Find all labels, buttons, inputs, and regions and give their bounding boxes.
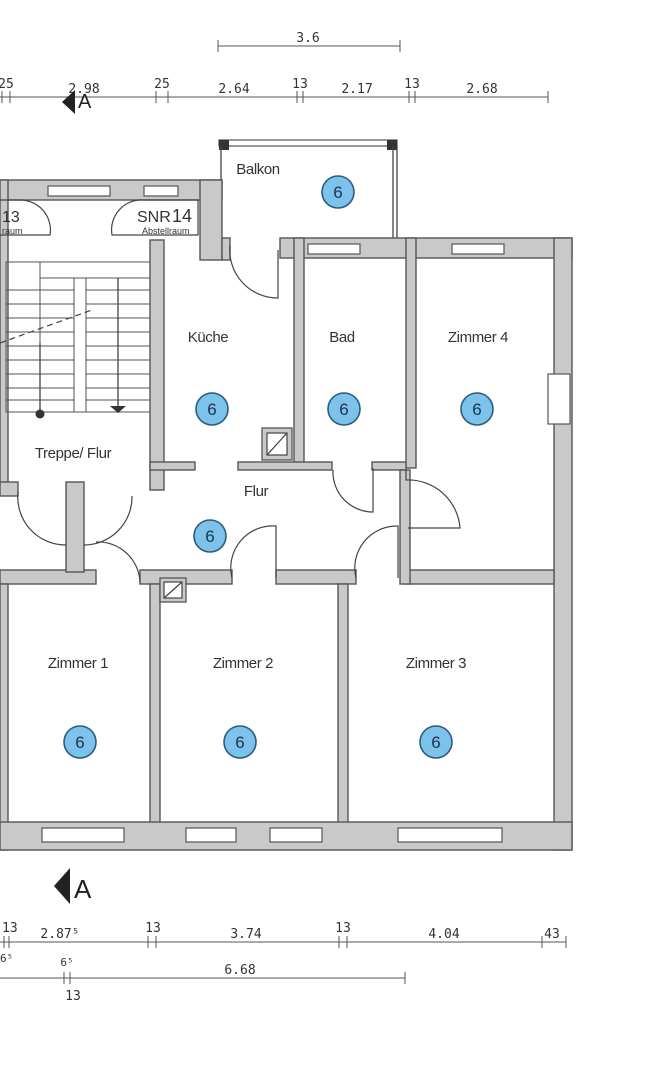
- bottom-dimension-lower: 6⁵ 6⁵ 6.68 13: [0, 952, 406, 1004]
- badge-text-kueche: 6: [207, 400, 216, 419]
- doors: [17, 244, 461, 583]
- badge-zimmer-1: [63, 725, 97, 759]
- dim-bottom-4-04: 4.04: [428, 927, 459, 942]
- badge-text-zimmer-4: 6: [472, 400, 481, 419]
- bottom-dimension-line: 13 2.87⁵ 13 3.74 13 4.04 43: [0, 921, 567, 948]
- dim-top-13-a: 13: [292, 77, 308, 92]
- section-marker-top-letter: A: [78, 91, 92, 113]
- storage-14-prefix: SNR: [137, 209, 171, 226]
- dim-top-25-b: 25: [154, 77, 170, 92]
- badge-kueche: [195, 392, 229, 426]
- room-label-flur: Flur: [244, 483, 269, 500]
- badge-flur: [193, 519, 227, 553]
- room-label-treppe-flur: Treppe/ Flur: [35, 445, 112, 462]
- staircase: [0, 261, 151, 419]
- room-label-zimmer-2: Zimmer 2: [213, 655, 273, 672]
- dim-lower-65-b: 6⁵: [60, 956, 73, 969]
- storage-13-number: 13: [2, 209, 20, 226]
- room-label-balkon: Balkon: [236, 161, 280, 178]
- balcony-rail-top: [218, 139, 398, 147]
- room-kueche: Küche 6: [188, 329, 229, 426]
- dim-lower-65-a: 6⁵: [0, 952, 13, 965]
- dim-bottom-43: 43: [544, 927, 560, 942]
- dim-top-2-68: 2.68: [466, 82, 497, 97]
- windows: [41, 185, 571, 843]
- dim-bottom-13-c: 13: [335, 921, 351, 936]
- storage-13: 13 raum: [0, 199, 52, 236]
- top-dimension-upper: 3.6: [217, 31, 401, 52]
- room-treppe-flur: Treppe/ Flur: [35, 445, 112, 462]
- room-flur: Flur 6: [193, 483, 269, 553]
- badge-text-zimmer-1: 6: [75, 733, 84, 752]
- dim-bottom-13-b: 13: [145, 921, 161, 936]
- room-zimmer-4: Zimmer 4 6: [448, 329, 509, 426]
- dim-bottom-3-74: 3.74: [230, 927, 261, 942]
- shafts: [159, 427, 293, 603]
- top-dimension-line: 25 2.98 25 2.64 13 2.17 13 2.68: [0, 77, 549, 103]
- dim-lower-13: 13: [65, 989, 81, 1004]
- dim-lower-6-68: 6.68: [224, 963, 255, 978]
- section-marker-bottom: A: [54, 868, 92, 904]
- badge-text-bad: 6: [339, 400, 348, 419]
- dim-top-2-64: 2.64: [218, 82, 249, 97]
- room-zimmer-2: Zimmer 2 6: [213, 655, 274, 759]
- room-bad: Bad 6: [327, 329, 361, 426]
- room-label-zimmer-1: Zimmer 1: [48, 655, 108, 672]
- dim-bottom-13-a: 13: [2, 921, 18, 936]
- walls: [0, 139, 573, 851]
- storage-14-label: Abstellraum: [142, 226, 190, 236]
- section-marker-top: A: [62, 90, 92, 114]
- storage-13-label: raum: [2, 226, 23, 236]
- badge-text-zimmer-3: 6: [431, 733, 440, 752]
- badge-balkon: [321, 175, 355, 209]
- dim-top-3-6: 3.6: [296, 31, 319, 46]
- dim-bottom-2-875: 2.87⁵: [40, 927, 79, 942]
- room-label-zimmer-3: Zimmer 3: [406, 655, 466, 672]
- room-label-kueche: Küche: [188, 329, 229, 346]
- badge-text-balkon: 6: [333, 183, 342, 202]
- badge-zimmer-4: [460, 392, 494, 426]
- dim-top-2-98: 2.98: [68, 82, 99, 97]
- badge-zimmer-3: [419, 725, 453, 759]
- room-label-zimmer-4: Zimmer 4: [448, 329, 508, 346]
- room-zimmer-3: Zimmer 3 6: [406, 655, 467, 759]
- section-marker-bottom-letter: A: [74, 874, 92, 904]
- storage-14-number: 14: [172, 206, 192, 226]
- room-label-bad: Bad: [329, 329, 355, 346]
- dim-top-25-a: 25: [0, 77, 14, 92]
- badge-text-flur: 6: [205, 527, 214, 546]
- badge-bad: [327, 392, 361, 426]
- badge-zimmer-2: [223, 725, 257, 759]
- storage-14: SNR 14 Abstellraum: [110, 199, 199, 236]
- room-zimmer-1: Zimmer 1 6: [48, 655, 109, 759]
- dim-top-13-b: 13: [404, 77, 420, 92]
- dim-top-2-17: 2.17: [341, 82, 372, 97]
- room-balkon: Balkon 6: [236, 161, 355, 209]
- badge-text-zimmer-2: 6: [235, 733, 244, 752]
